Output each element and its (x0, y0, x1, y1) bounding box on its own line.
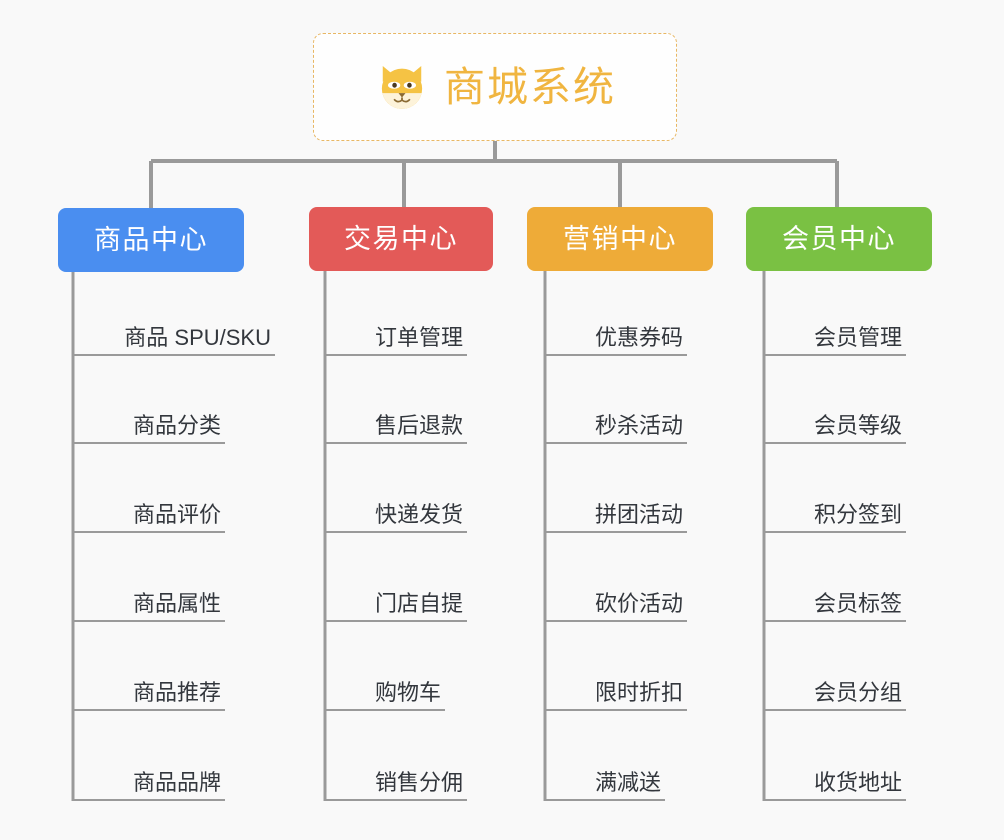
category-label-4: 会员中心 (782, 223, 896, 254)
leaf-label: 会员等级 (813, 413, 902, 438)
leaf-label: 商品品牌 (132, 770, 221, 795)
leaf-item-2-2[interactable]: 售后退款 (325, 400, 467, 444)
leaf-item-4-5[interactable]: 会员分组 (764, 667, 906, 711)
leaf-label: 商品推荐 (132, 680, 221, 705)
leaf-item-2-6[interactable]: 销售分佣 (325, 757, 467, 801)
category-label-1: 商品中心 (94, 224, 208, 255)
category-box-3[interactable]: 营销中心 (527, 207, 713, 271)
leaf-label: 限时折扣 (594, 680, 683, 705)
leaf-item-4-4[interactable]: 会员标签 (764, 578, 906, 622)
leaf-item-3-5[interactable]: 限时折扣 (545, 667, 687, 711)
root-title: 商城系统 (444, 63, 616, 110)
leaf-label: 秒杀活动 (594, 413, 683, 438)
leaf-label: 售后退款 (374, 413, 463, 438)
leaf-label: 订单管理 (374, 325, 463, 350)
leaf-label: 门店自提 (374, 591, 463, 616)
category-box-2[interactable]: 交易中心 (309, 207, 493, 271)
leaf-label: 优惠券码 (594, 325, 683, 350)
leaf-label: 积分签到 (813, 502, 902, 527)
leaf-item-4-1[interactable]: 会员管理 (764, 312, 906, 356)
leaf-item-3-2[interactable]: 秒杀活动 (545, 400, 687, 444)
leaf-item-1-4[interactable]: 商品属性 (73, 578, 225, 622)
leaf-label: 商品评价 (132, 502, 221, 527)
leaf-label: 购物车 (374, 680, 441, 705)
leaf-item-2-5[interactable]: 购物车 (325, 667, 445, 711)
leaf-item-4-2[interactable]: 会员等级 (764, 400, 906, 444)
leaf-label: 收货地址 (813, 770, 902, 795)
category-label-3: 营销中心 (563, 223, 677, 254)
leaf-label: 砍价活动 (594, 591, 683, 616)
leaf-label: 会员分组 (813, 680, 902, 705)
leaf-item-1-5[interactable]: 商品推荐 (73, 667, 225, 711)
leaf-item-1-3[interactable]: 商品评价 (73, 489, 225, 533)
category-box-4[interactable]: 会员中心 (746, 207, 932, 271)
leaf-item-3-4[interactable]: 砍价活动 (545, 578, 687, 622)
leaf-label: 快递发货 (374, 502, 463, 527)
leaf-label: 会员标签 (813, 591, 902, 616)
leaf-label: 商品属性 (132, 591, 221, 616)
leaf-item-1-2[interactable]: 商品分类 (73, 400, 225, 444)
leaf-label: 满减送 (594, 770, 661, 795)
dog-face-icon (381, 66, 423, 109)
leaf-label: 商品 SPU/SKU (124, 325, 271, 350)
category-label-2: 交易中心 (344, 223, 458, 254)
leaf-item-2-1[interactable]: 订单管理 (325, 312, 467, 356)
category-box-1[interactable]: 商品中心 (58, 208, 244, 272)
leaf-label: 商品分类 (132, 413, 221, 438)
leaf-item-3-6[interactable]: 满减送 (545, 757, 665, 801)
leaf-item-3-3[interactable]: 拼团活动 (545, 489, 687, 533)
leaf-label: 会员管理 (813, 325, 902, 350)
leaf-item-2-4[interactable]: 门店自提 (325, 578, 467, 622)
leaf-item-4-6[interactable]: 收货地址 (764, 757, 906, 801)
leaf-item-1-1[interactable]: 商品 SPU/SKU (73, 312, 275, 356)
leaf-item-3-1[interactable]: 优惠券码 (545, 312, 687, 356)
leaf-label: 销售分佣 (374, 770, 463, 795)
root-node[interactable]: 商城系统 (313, 33, 677, 141)
leaf-item-4-3[interactable]: 积分签到 (764, 489, 906, 533)
leaf-label: 拼团活动 (594, 502, 683, 527)
leaf-item-1-6[interactable]: 商品品牌 (73, 757, 225, 801)
leaf-item-2-3[interactable]: 快递发货 (325, 489, 467, 533)
